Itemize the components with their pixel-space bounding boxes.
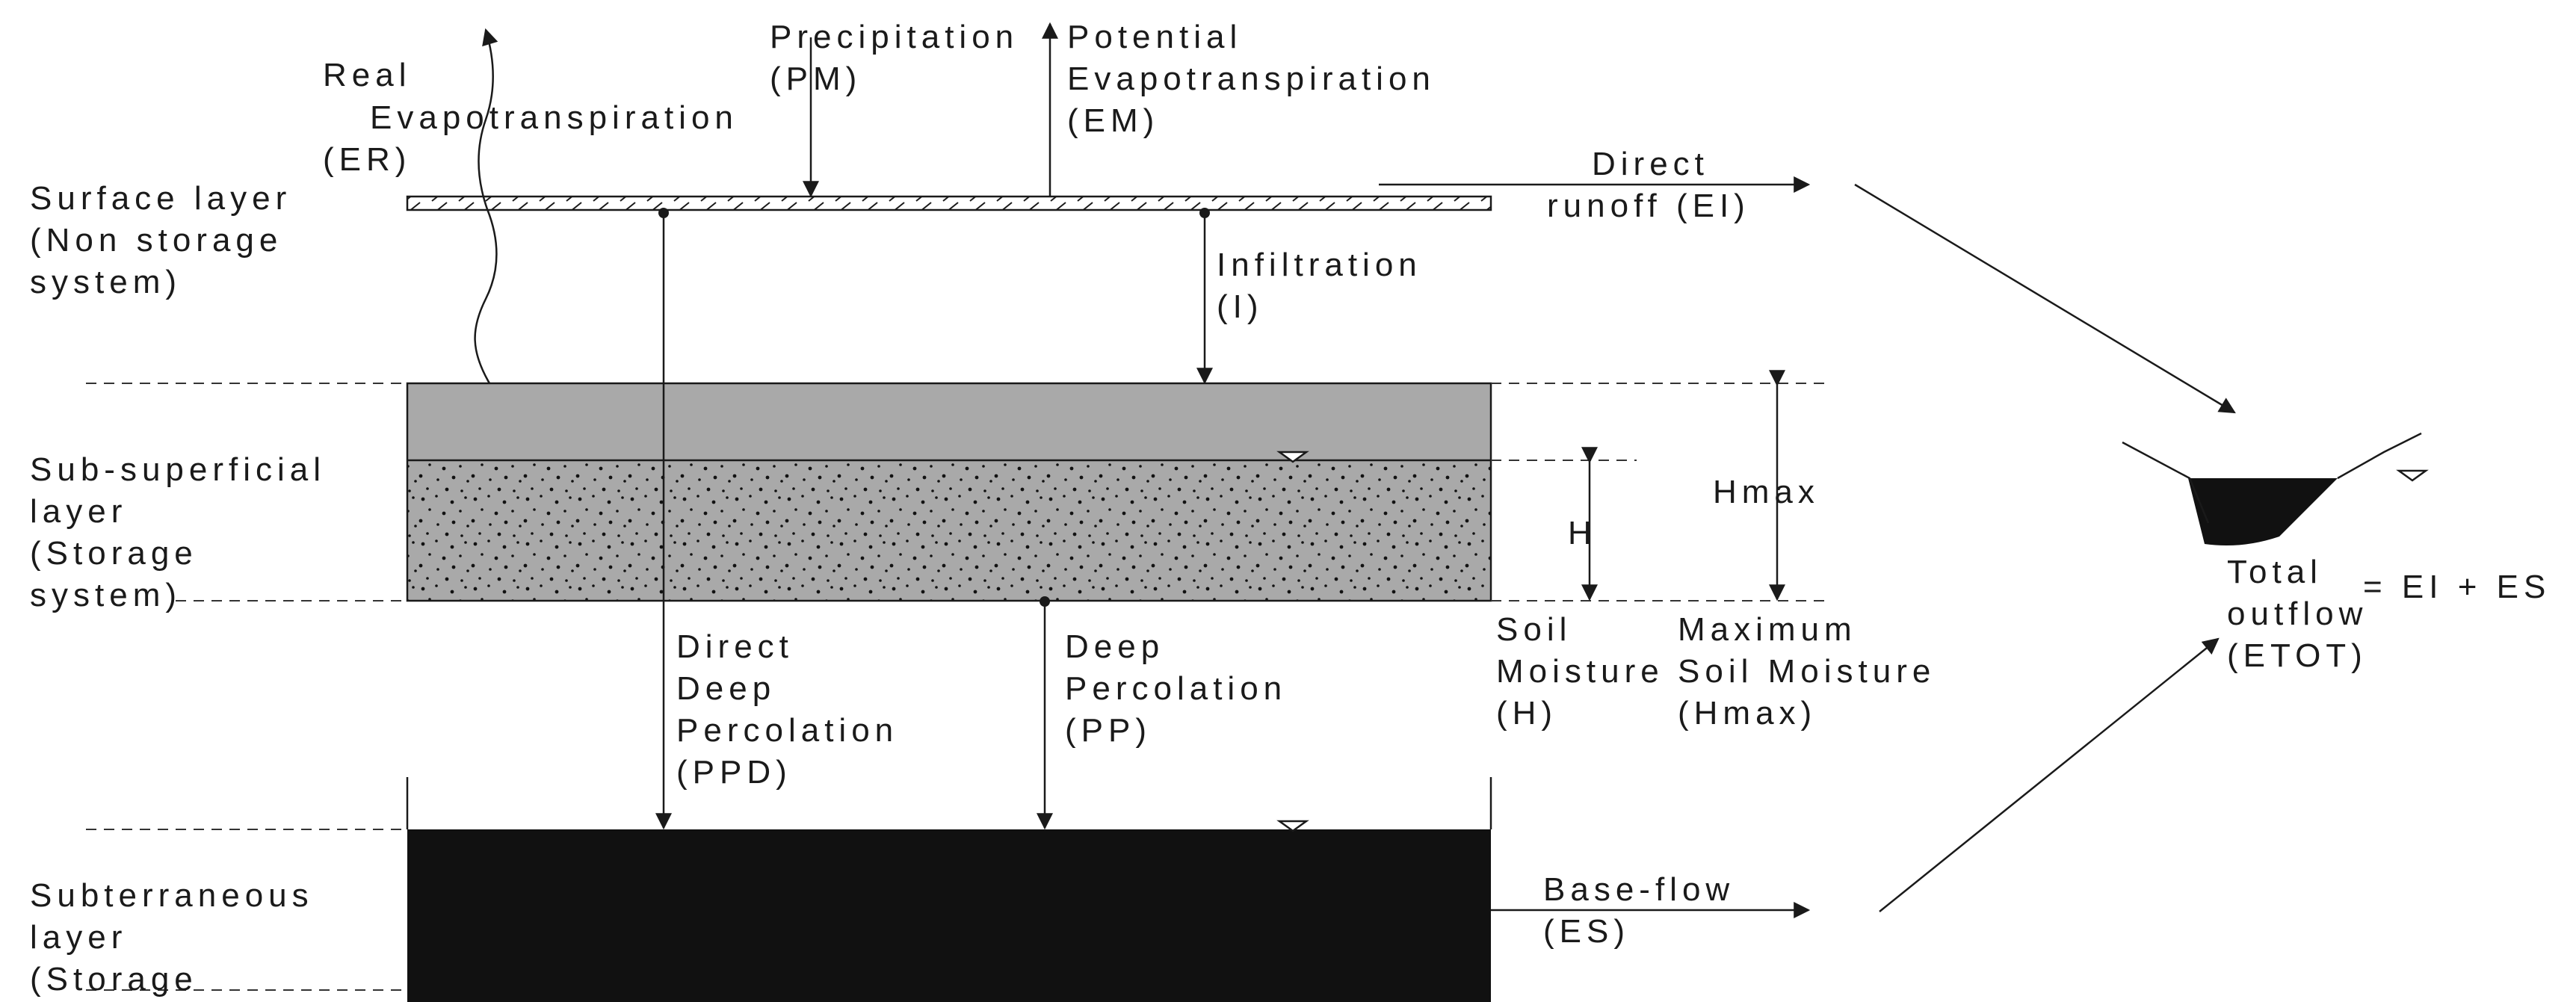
direct-runoff-label: Direct runoff (EI): [1547, 146, 1750, 224]
deep-percolation-label: Deep Percolation (PP): [1065, 628, 1301, 749]
channel-cross-section: [2122, 432, 2429, 546]
runoff-to-channel-arrow: [1854, 183, 2236, 414]
max-soil-moisture-label: Maximum Soil Moisture (Hmax): [1678, 611, 1950, 732]
precipitation-label: Precipitation (PM): [770, 19, 1033, 97]
water-level-icon: [1276, 820, 1309, 832]
sub-superficial-moist-soil: [407, 460, 1491, 601]
subterraneous-layer-label: Subterraneous layer (Storage: [30, 877, 328, 998]
base-flow-label: Base-flow (ES): [1543, 871, 1749, 950]
surface-layer-strip: [406, 195, 1492, 211]
hmax-marker-label: Hmax: [1713, 474, 1820, 510]
direct-deep-percolation-label: Direct Deep Percolation (PPD): [676, 628, 912, 791]
subterraneous-layer-box: [407, 829, 1491, 1002]
h-marker-text: H: [1568, 515, 1597, 551]
potential-evapotranspiration-label: Potential Evapotranspiration (EM): [1067, 19, 1450, 139]
sub-superficial-layer-label: Sub-superficial layer (Storage system): [30, 451, 340, 613]
real-evapotranspiration-label: Real Evapotranspiration (ER): [323, 57, 753, 178]
real-evapotranspiration-arrow: [474, 28, 498, 384]
water-level-icon: [1276, 451, 1309, 463]
infiltration-label: Infiltration (I): [1217, 247, 1436, 325]
total-outflow-label: Total outflow (ETOT): [2227, 554, 2382, 674]
base-flow-to-channel-arrow: [1879, 637, 2220, 912]
soil-moisture-label: Soil Moisture (H): [1496, 611, 1678, 732]
sub-superficial-layer-box: [406, 382, 1492, 602]
sub-superficial-upper-band: [407, 383, 1491, 460]
total-outflow-equation: = EI + ES: [2363, 569, 2551, 605]
surface-layer-label: Surface layer (Non storage system): [30, 180, 306, 300]
